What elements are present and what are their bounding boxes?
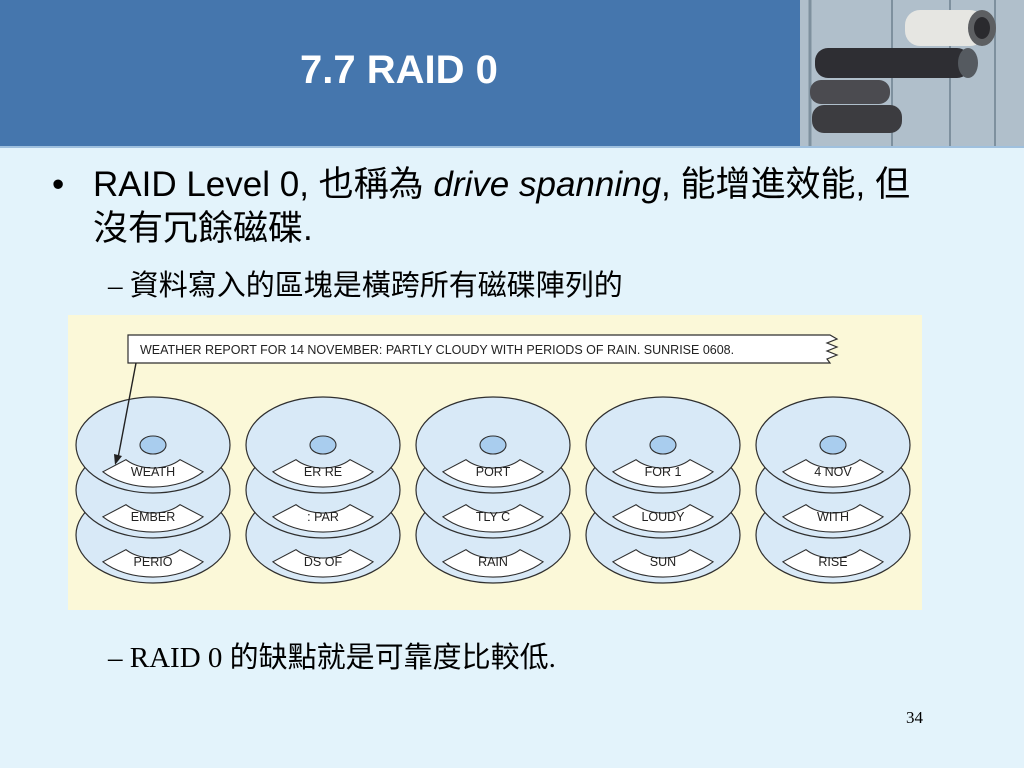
- raid0-striping-figure: PERIO EMBER WEATH DS OF : PAR ER RE RAIN TLY C P…: [68, 315, 922, 610]
- stripe-band: [101, 549, 205, 578]
- main-bullet-emphasis: drive spanning: [433, 165, 662, 204]
- stripe-band: [101, 459, 205, 488]
- main-bullet-text: RAID Level 0, 也稱為 drive spanning, 能增進效能,…: [93, 163, 933, 251]
- stripe-band: [781, 459, 885, 488]
- weather-report-caption: WEATHER REPORT FOR 14 NOVEMBER: PARTLY C…: [140, 343, 734, 357]
- sub-bullet-marker: –: [108, 270, 123, 302]
- stripe-label: ER RE: [304, 465, 342, 479]
- stripe-label: PERIO: [134, 555, 173, 569]
- stripe-band: [271, 549, 375, 578]
- main-bullet-part2: , 能增進效能, 但沒有冗餘磁碟.: [93, 165, 910, 248]
- slide-header: 7.7 RAID 0: [0, 0, 1024, 148]
- disk-2: DS OF : PAR ER RE: [245, 396, 401, 584]
- stripe-label: LOUDY: [641, 510, 685, 524]
- spindle-hole: [309, 435, 337, 455]
- stripe-band: [611, 504, 715, 533]
- stripe-label: FOR 1: [645, 465, 682, 479]
- stripe-band: [781, 549, 885, 578]
- stripe-band: [101, 504, 205, 533]
- disk-5: RISE WITH 4 NOV: [755, 396, 911, 584]
- stripe-band: [441, 459, 545, 488]
- slide-title: 7.7 RAID 0: [300, 48, 498, 92]
- bullet-marker: •: [52, 165, 65, 204]
- header-photo: [800, 0, 1024, 146]
- stripe-band: [441, 549, 545, 578]
- stripe-label: TLY C: [476, 510, 510, 524]
- disk-3: RAIN TLY C PORT: [415, 396, 571, 584]
- caption-box: [127, 334, 839, 364]
- stripe-label: RAIN: [478, 555, 508, 569]
- disk-1: PERIO EMBER WEATH: [75, 396, 231, 584]
- sub-bullet-text: 資料寫入的區塊是橫跨所有磁碟陣列的: [129, 270, 623, 302]
- stripe-label: SUN: [650, 555, 676, 569]
- spindle-hole: [649, 435, 677, 455]
- stripe-label: PORT: [476, 465, 511, 479]
- spindle-hole: [479, 435, 507, 455]
- stripe-label: WITH: [817, 510, 849, 524]
- sub-bullet-marker: –: [108, 642, 123, 674]
- page-number: 34: [906, 708, 923, 727]
- stripe-label: WEATH: [131, 465, 175, 479]
- spindle-hole: [139, 435, 167, 455]
- stripe-band: [441, 504, 545, 533]
- disk-4: SUN LOUDY FOR 1: [585, 396, 741, 584]
- pointer-arrow-head: [114, 454, 122, 465]
- sub-bullet-reliability: – RAID 0 的缺點就是可靠度比較低.: [108, 634, 556, 676]
- stripe-band: [271, 459, 375, 488]
- stripe-label: : PAR: [307, 510, 339, 524]
- disk-array: PERIO EMBER WEATH DS OF : PAR ER RE RAIN TLY C P…: [75, 396, 911, 584]
- stripe-label: DS OF: [304, 555, 343, 569]
- stripe-band: [611, 459, 715, 488]
- pointer-arrow-line: [117, 362, 137, 459]
- stripe-label: EMBER: [131, 510, 175, 524]
- stripe-band: [271, 504, 375, 533]
- sub-bullet-text: RAID 0 的缺點就是可靠度比較低.: [129, 642, 556, 674]
- stripe-band: [781, 504, 885, 533]
- main-bullet-part1: RAID Level 0, 也稱為: [93, 165, 434, 204]
- stripe-label: 4 NOV: [814, 465, 852, 479]
- stripe-label: RISE: [818, 555, 847, 569]
- sub-bullet-striping: – 資料寫入的區塊是橫跨所有磁碟陣列的: [108, 262, 623, 304]
- stripe-band: [611, 549, 715, 578]
- spindle-hole: [819, 435, 847, 455]
